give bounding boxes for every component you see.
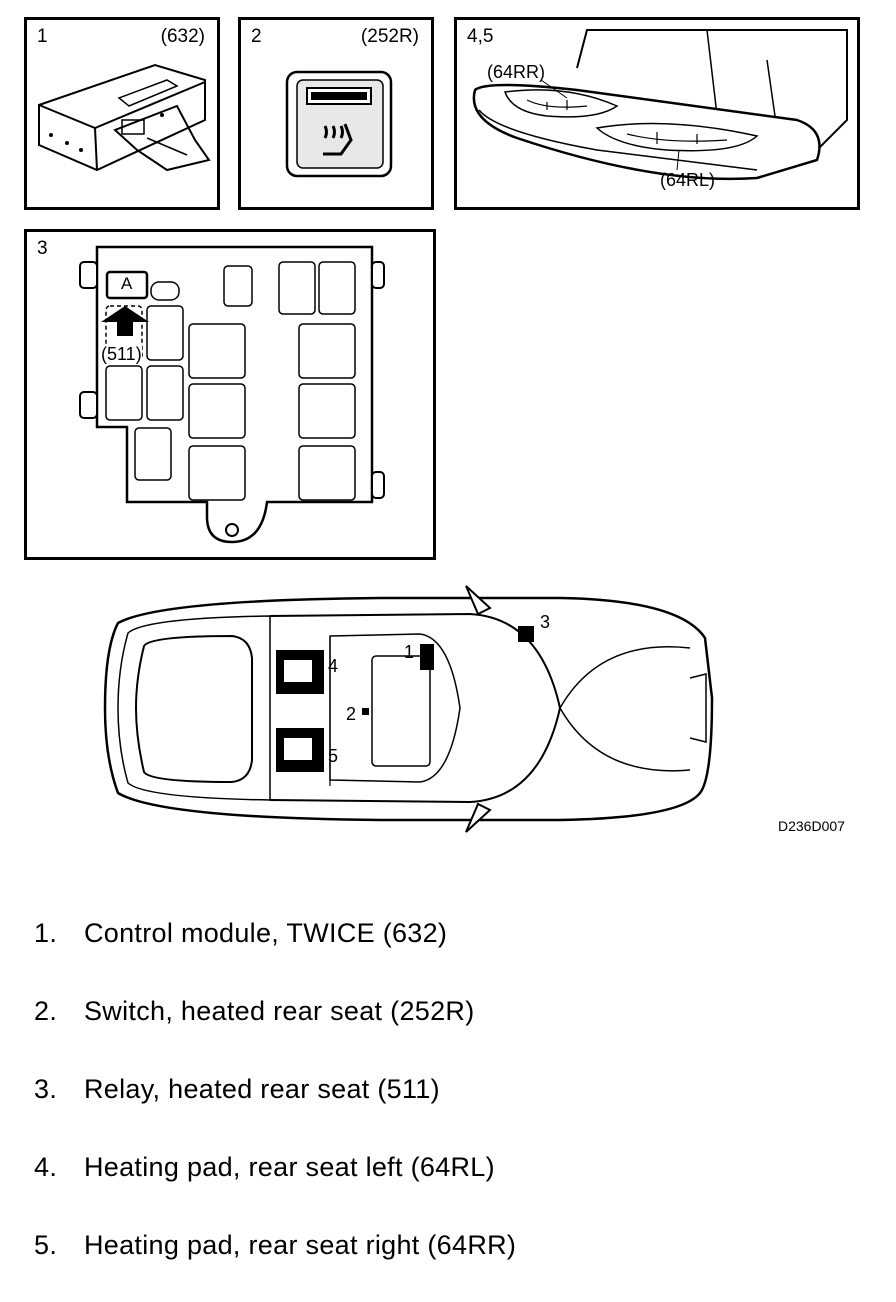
legend-number: 4. xyxy=(34,1152,58,1182)
legend-text: Relay, heated rear seat (511) xyxy=(84,1074,440,1104)
panel-switch: 2 (252R) xyxy=(238,17,434,210)
car-callout-3: 3 xyxy=(540,612,550,632)
car-callout-2: 2 xyxy=(346,704,356,724)
car-callout-1: 1 xyxy=(404,642,414,662)
legend-number: 1. xyxy=(34,918,58,948)
panel-number: 4,5 xyxy=(467,26,494,47)
legend-number: 5. xyxy=(34,1230,58,1260)
car-callout-4: 4 xyxy=(328,656,338,676)
legend-item: 5. Heating pad, rear seat right (64RR) xyxy=(34,1230,874,1261)
legend-number: 2. xyxy=(34,996,58,1026)
legend-item: 1. Control module, TWICE (632) xyxy=(34,918,874,949)
panel-number: 1 xyxy=(37,26,48,47)
arrow-pointer xyxy=(101,306,149,336)
panel-control-module: 1 (632) xyxy=(24,17,220,210)
relay-box-illustration xyxy=(79,245,385,544)
legend-item: 4. Heating pad, rear seat left (64RL) xyxy=(34,1152,874,1183)
car-callout-5: 5 xyxy=(328,746,338,766)
legend-text: Heating pad, rear seat left (64RL) xyxy=(84,1152,495,1182)
rear-seat-illustration xyxy=(472,29,848,181)
legend-text: Heating pad, rear seat right (64RR) xyxy=(84,1230,517,1260)
panel-number: 3 xyxy=(37,238,48,259)
panel-relay-box: 3 A (511) xyxy=(24,229,436,560)
car-top-view: 4 5 2 1 3 xyxy=(103,585,714,833)
relay-label-511: (511) xyxy=(101,344,142,365)
fuse-letter-a: A xyxy=(121,274,133,293)
document-id: D236D007 xyxy=(778,818,845,834)
panel-number: 2 xyxy=(251,26,262,47)
panel-rear-seat: 4,5 (64RR) (64RL) xyxy=(454,17,860,210)
switch-illustration xyxy=(285,70,393,178)
legend-text: Control module, TWICE (632) xyxy=(84,918,448,948)
heated-seat-icon xyxy=(323,123,353,156)
panel-code: (252R) xyxy=(360,26,419,47)
legend-text: Switch, heated rear seat (252R) xyxy=(84,996,475,1026)
panel-code: (632) xyxy=(160,26,205,47)
legend-item: 2. Switch, heated rear seat (252R) xyxy=(34,996,874,1027)
legend-item: 3. Relay, heated rear seat (511) xyxy=(34,1074,874,1105)
label-64rl: (64RL) xyxy=(660,170,716,190)
legend-number: 3. xyxy=(34,1074,58,1104)
control-module-illustration xyxy=(38,63,211,172)
label-64rr: (64RR) xyxy=(487,62,546,82)
